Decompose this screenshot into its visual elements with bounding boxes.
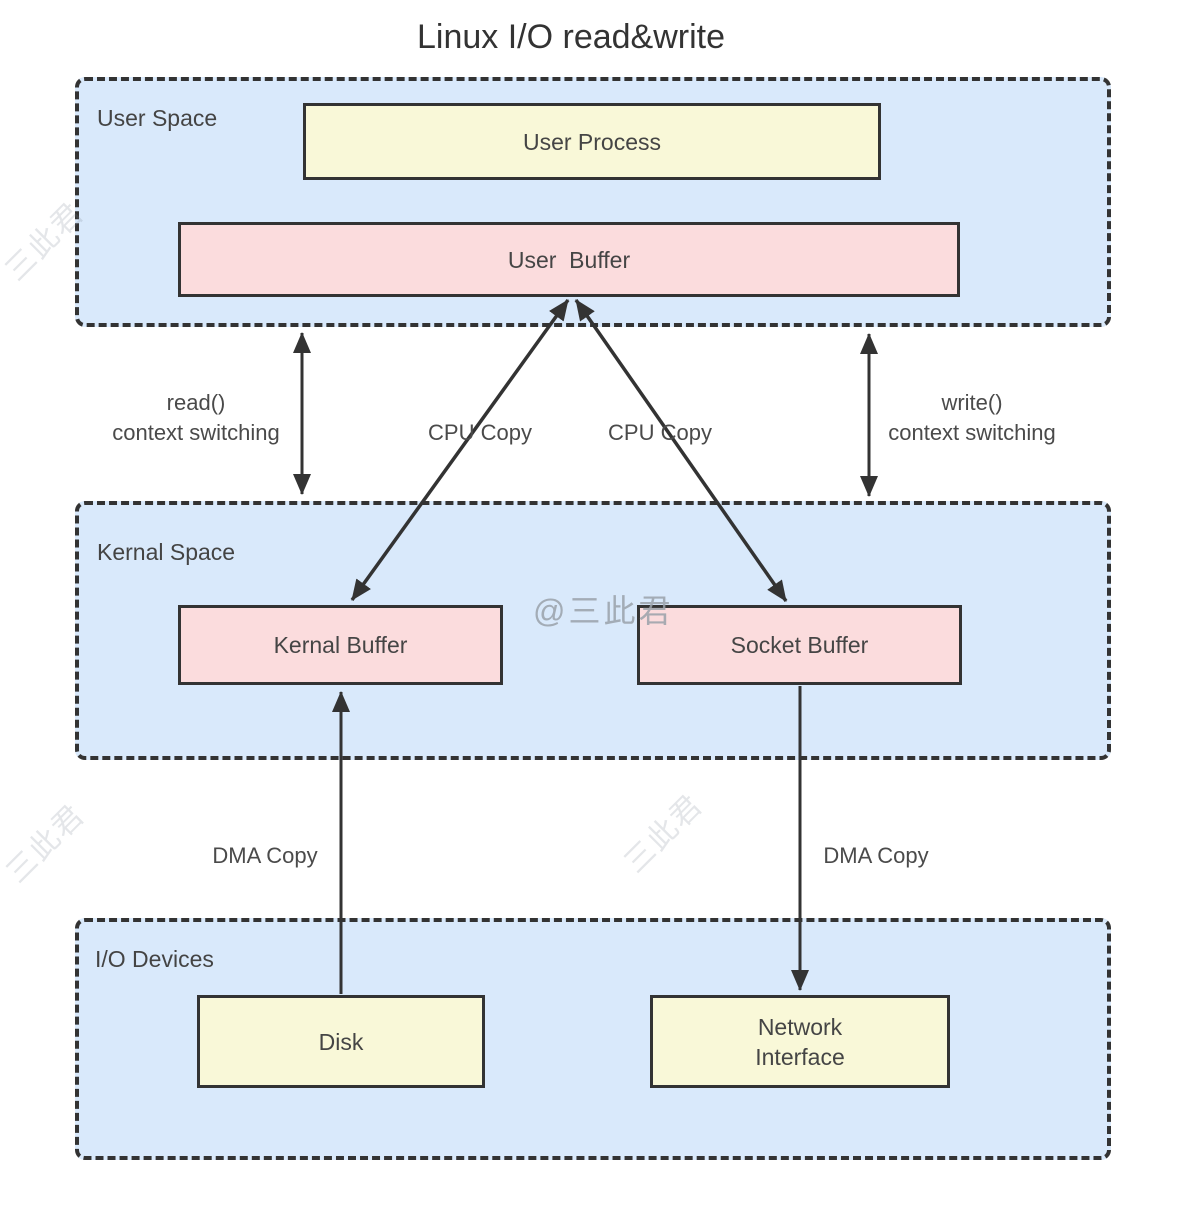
- read-label: read(): [166, 390, 226, 415]
- cpu-copy-right-label: CPU Copy: [608, 420, 712, 445]
- dma-copy-left-label: DMA Copy: [212, 843, 318, 868]
- write-context-switching-label: context switching: [888, 420, 1056, 445]
- read-context-switching-label: context switching: [112, 420, 280, 445]
- user-process-label: User Process: [522, 128, 662, 155]
- read-context-label: read() context switching: [112, 388, 280, 448]
- io-devices-label: I/O Devices: [95, 946, 214, 972]
- network-interface-label-line1: Network: [757, 1013, 843, 1040]
- disk-node: Disk: [197, 995, 485, 1088]
- write-label: write(): [941, 390, 1003, 415]
- user-space-label: User Space: [97, 105, 218, 131]
- socket-buffer-node: Socket Buffer: [637, 605, 962, 685]
- user-buffer-label: User Buffer: [507, 246, 631, 273]
- cpu-copy-left-label: CPU Copy: [428, 420, 532, 445]
- faint-watermark-mid-left: 三此君: [0, 798, 92, 890]
- dma-copy-right-label: DMA Copy: [823, 843, 929, 868]
- kernal-space-label: Kernal Space: [97, 539, 236, 565]
- write-context-label: write() context switching: [888, 388, 1056, 448]
- diagram-title: Linux I/O read&write: [416, 18, 726, 56]
- disk-label: Disk: [318, 1028, 364, 1055]
- faint-watermark-center: 三此君: [618, 788, 710, 880]
- network-interface-label-line2: Interface: [755, 1043, 845, 1070]
- kernal-buffer-label: Kernal Buffer: [273, 632, 408, 658]
- center-watermark: @三此君: [533, 593, 674, 629]
- kernal-buffer-node: Kernal Buffer: [178, 605, 503, 685]
- socket-buffer-label: Socket Buffer: [730, 632, 869, 658]
- user-process-node: User Process: [303, 103, 881, 180]
- network-interface-node: Network Interface: [650, 995, 950, 1088]
- user-buffer-node: User Buffer: [178, 222, 960, 297]
